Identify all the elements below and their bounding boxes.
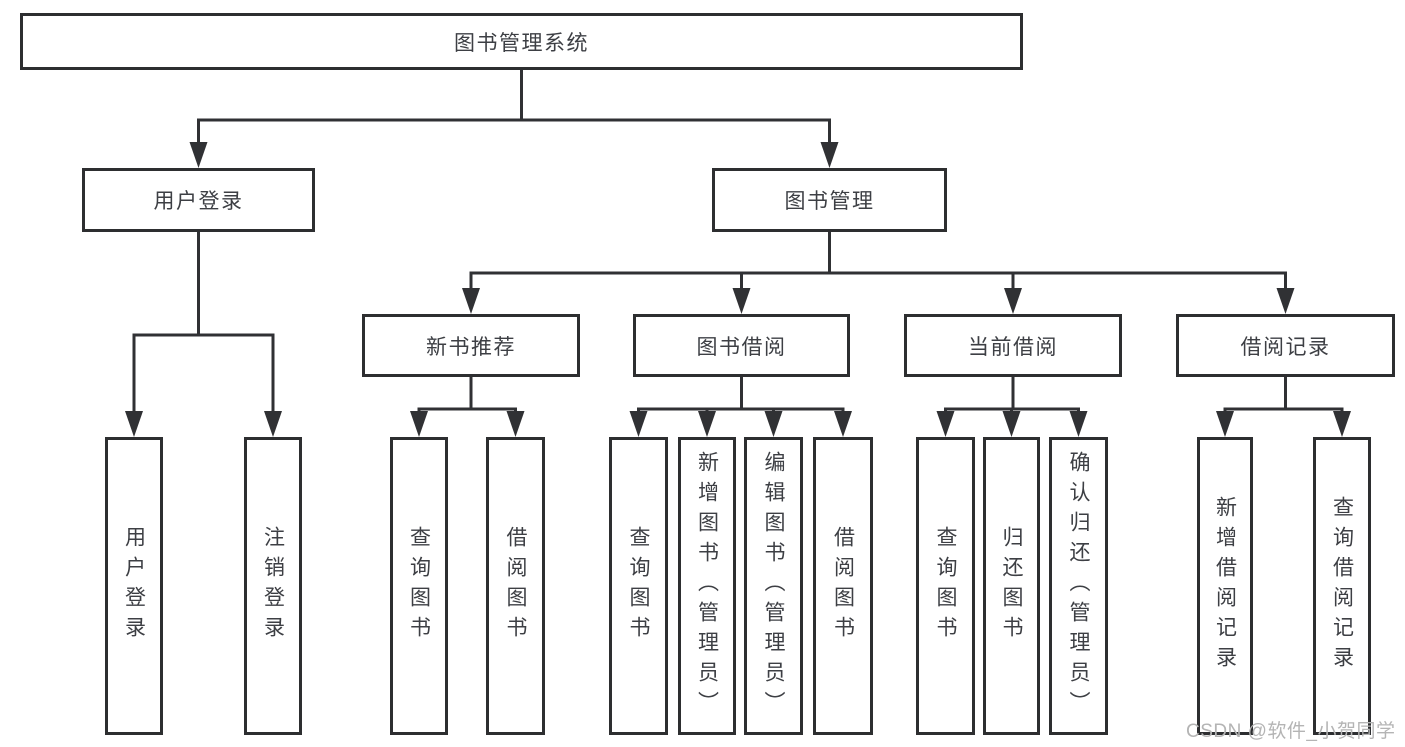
node-label: 新书推荐	[426, 335, 516, 359]
wire-new-book-recommend-to-children	[410, 377, 525, 437]
wire-user-login-to-children	[125, 232, 282, 437]
node-library-management-system: 图书管理系统	[20, 13, 1023, 70]
node-label: 查询借阅记录	[1330, 496, 1354, 676]
node-borrow-books-recommend: 借阅图书	[486, 437, 545, 735]
node-confirm-return-admin: 确认归还（管理员）	[1049, 437, 1108, 735]
node-user-login: 用户登录	[82, 168, 315, 232]
node-label: 新增图书（管理员）	[695, 451, 719, 721]
node-add-borrow-record: 新增借阅记录	[1197, 437, 1253, 735]
node-book-borrow: 图书借阅	[633, 314, 850, 377]
wire-book-borrow-to-children	[629, 377, 852, 437]
node-edit-books-admin: 编辑图书（管理员）	[744, 437, 803, 735]
node-query-books-current: 查询图书	[916, 437, 975, 735]
node-borrow-records: 借阅记录	[1176, 314, 1395, 377]
node-add-books-admin: 新增图书（管理员）	[678, 437, 736, 735]
node-label: 归还图书	[1000, 526, 1023, 646]
node-label: 借阅图书	[504, 526, 527, 646]
node-label: 编辑图书（管理员）	[762, 451, 785, 721]
node-label: 借阅图书	[831, 526, 855, 646]
node-label: 用户登录	[122, 526, 146, 646]
node-label: 用户登录	[153, 190, 244, 213]
node-label: 图书管理系统	[454, 31, 589, 55]
node-label: 查询图书	[407, 526, 431, 646]
node-label: 查询图书	[627, 526, 650, 646]
node-return-books: 归还图书	[983, 437, 1040, 735]
node-new-book-recommend: 新书推荐	[362, 314, 580, 377]
node-query-borrow-record: 查询借阅记录	[1313, 437, 1371, 735]
wire-book-management-to-level3	[462, 232, 1295, 314]
node-label: 注销登录	[261, 526, 285, 646]
node-label: 当前借阅	[968, 335, 1058, 359]
node-label: 图书管理	[784, 190, 875, 213]
csdn-watermark: CSDN @软件_小贺同学	[1186, 721, 1396, 742]
node-label: 确认归还（管理员）	[1067, 451, 1090, 721]
wire-current-borrow-to-children	[936, 377, 1088, 437]
wire-root-to-level2	[189, 67, 839, 168]
node-user-login-action: 用户登录	[105, 437, 163, 735]
node-label: 查询图书	[934, 526, 957, 646]
node-query-books-borrow: 查询图书	[609, 437, 668, 735]
node-book-management: 图书管理	[712, 168, 947, 232]
node-label: 新增借阅记录	[1213, 496, 1237, 676]
node-label: 借阅记录	[1240, 335, 1331, 359]
wire-borrow-records-to-children	[1216, 377, 1351, 437]
node-label: 图书借阅	[696, 335, 787, 359]
node-borrow-books-action: 借阅图书	[813, 437, 873, 735]
node-query-books-recommend: 查询图书	[390, 437, 448, 735]
node-logout: 注销登录	[244, 437, 302, 735]
node-current-borrow: 当前借阅	[904, 314, 1122, 377]
